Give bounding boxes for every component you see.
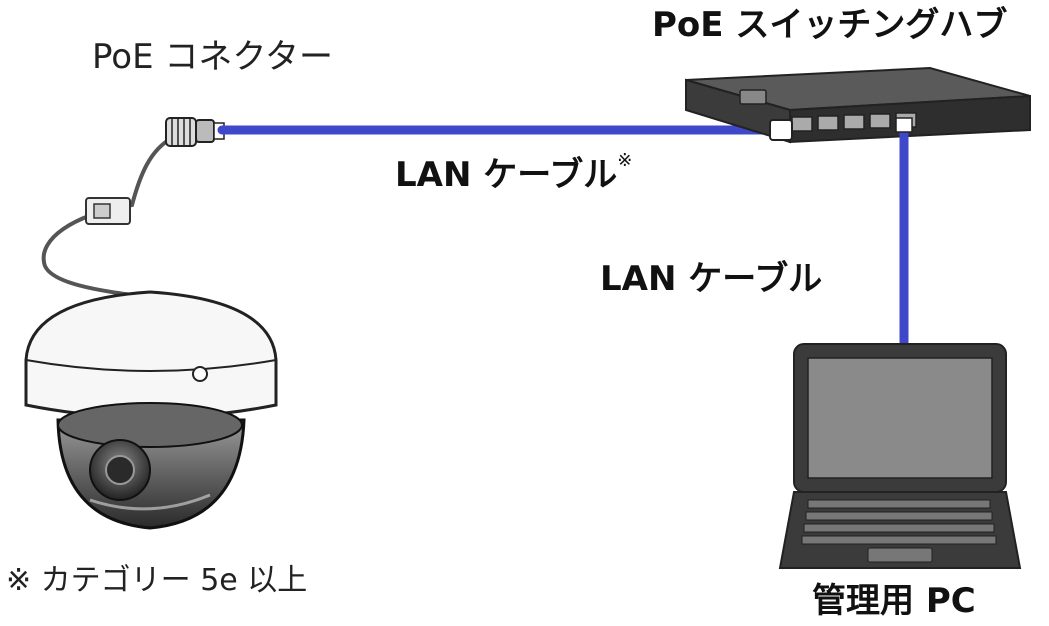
poe-connector-icon	[165, 117, 225, 147]
lan-cable-label-1-text: LAN ケーブル	[395, 155, 618, 195]
laptop-icon	[778, 343, 1022, 569]
lan-cable-label-1: LAN ケーブル※	[395, 152, 632, 195]
dome-camera-icon	[24, 136, 278, 530]
poe-connector-label: PoE コネクター	[92, 37, 334, 77]
lan-cable-label-2: LAN ケーブル	[600, 259, 823, 299]
poe-switch-label: PoE スイッチングハブ	[652, 5, 1008, 45]
lan-cable-footnote-mark: ※	[617, 150, 633, 171]
admin-pc-label: 管理用 PC	[812, 581, 976, 621]
footnote: ※ カテゴリー 5e 以上	[6, 563, 308, 598]
